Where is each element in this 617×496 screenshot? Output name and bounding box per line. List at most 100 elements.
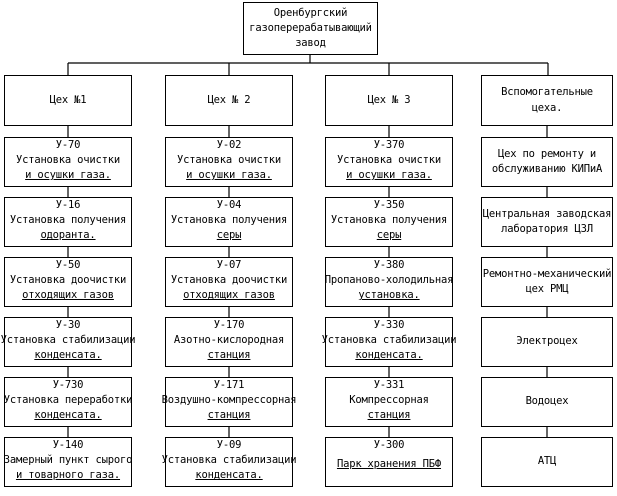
unit-label-line-2: станция (207, 349, 251, 362)
unit-label-line-1: Установка получения (9, 214, 127, 227)
unit-label-line-1: Установка стабилизации (0, 334, 136, 347)
unit-label-line-2: и товарного газа. (15, 469, 121, 482)
unit-code: У-16 (55, 199, 81, 211)
unit-label-line-1: Установка доочистки (170, 274, 288, 287)
unit-code: У-70 (55, 139, 81, 151)
unit-label-line-1: Воздушно-компрессорная (161, 394, 297, 407)
unit-label-line-1: Пропаново-холодильная (324, 274, 454, 287)
unit-label-line-1: Установка переработки (3, 394, 133, 407)
unit-label-line-2: цех РМЦ (525, 283, 569, 295)
root-line-1: Оренбургский (273, 6, 348, 19)
unit-label-line-2: установка. (358, 289, 420, 302)
root-line-3: завод (295, 37, 326, 50)
unit-label-line-1: Компрессорная (349, 394, 429, 407)
unit-code: У-02 (216, 139, 242, 151)
unit-label-line-2: и осушки газа. (25, 169, 111, 182)
unit-label-line-2: станция (367, 409, 411, 422)
unit-label-line-2: обслуживанию КИПиА (491, 163, 603, 175)
unit-code: У-09 (216, 439, 242, 451)
unit-label-line-1: Электроцех (516, 335, 578, 348)
unit-label-line-1: Установка стабилизации (161, 454, 297, 467)
unit-label-line-2: конденсата. (355, 349, 423, 362)
column-3-header: Цех № 3 (325, 75, 453, 126)
unit-label-line-1: Установка получения (330, 214, 448, 227)
column-1-header: Цех №1 (4, 75, 132, 126)
column-2-header-label: Цех № 2 (207, 93, 251, 106)
column-1-header-label: Цех №1 (49, 93, 87, 106)
root-line-2: газоперерабатывающий (249, 21, 372, 34)
unit-label-line-2: отходящих газов (183, 289, 275, 302)
unit-label-line-2: лаборатория ЦЗЛ (501, 223, 593, 235)
unit-code: У-170 (213, 319, 245, 331)
unit-node-col4-row6: АТЦ (481, 437, 613, 487)
column-4-header: Вспомогательные цеха. (481, 75, 613, 126)
column-4-header-label-1: Вспомогательные (501, 86, 593, 99)
unit-code: У-331 (373, 379, 405, 391)
unit-label-line-1: АТЦ (537, 455, 557, 468)
unit-label-line-1: Установка стабилизации (321, 334, 457, 347)
unit-label-line-2: отходящих газов (22, 289, 114, 302)
unit-label-line-1: Замерный пункт сырого (3, 454, 133, 467)
unit-label-line-2: конденсата. (195, 469, 263, 482)
unit-label-line-1: Центральная заводская (482, 207, 612, 220)
unit-code: У-370 (373, 139, 405, 151)
unit-label-line-1: Установка доочистки (9, 274, 127, 287)
unit-code: У-330 (373, 319, 405, 331)
unit-code: У-300 (373, 439, 405, 451)
unit-label-line-1: Ремонтно-механический (482, 267, 612, 280)
unit-node-col4-row5: Водоцех (481, 377, 613, 427)
unit-node-col4-row4: Электроцех (481, 317, 613, 367)
unit-code: У-50 (55, 259, 81, 271)
unit-label-line-1: Установка очистки (336, 154, 442, 167)
unit-label-line-1: Азотно-кислородная (173, 334, 285, 347)
unit-node-col4-row1: Цех по ремонту и обслуживанию КИПиА (481, 137, 613, 187)
unit-code: У-04 (216, 199, 242, 211)
unit-label-line-1: Парк хранения ПБФ (336, 458, 442, 471)
unit-label-line-2: станция (207, 409, 251, 422)
unit-code: У-30 (55, 319, 81, 331)
unit-node-col4-row2: Центральная заводская лаборатория ЦЗЛ (481, 197, 613, 247)
column-3-header-label: Цех № 3 (367, 93, 411, 106)
unit-label-line-1: Установка очистки (176, 154, 282, 167)
unit-code: У-140 (52, 439, 84, 451)
unit-code: У-171 (213, 379, 245, 391)
unit-label-line-2: одоранта. (40, 229, 96, 242)
unit-label-line-2: и осушки газа. (186, 169, 272, 182)
unit-label-line-1: Цех по ремонту и (498, 147, 596, 160)
unit-label-line-2: конденсата. (34, 349, 102, 362)
unit-label-line-2: и осушки газа. (346, 169, 432, 182)
unit-label-line-1: Установка получения (170, 214, 288, 227)
root-node: Оренбургский газоперерабатывающий завод (243, 2, 378, 55)
unit-node-col4-row3: Ремонтно-механический цех РМЦ (481, 257, 613, 307)
unit-label-line-2: конденсата. (34, 409, 102, 422)
unit-code: У-380 (373, 259, 405, 271)
unit-code: У-07 (216, 259, 242, 271)
column-4-header-label-2: цеха. (531, 101, 563, 114)
unit-label-line-2: серы (216, 229, 242, 242)
unit-code: У-350 (373, 199, 405, 211)
unit-code: У-730 (52, 379, 84, 391)
unit-label-line-1: Водоцех (525, 395, 569, 408)
unit-label-line-1: Установка очистки (15, 154, 121, 167)
unit-label-line-2: серы (376, 229, 402, 242)
column-2-header: Цех № 2 (165, 75, 293, 126)
